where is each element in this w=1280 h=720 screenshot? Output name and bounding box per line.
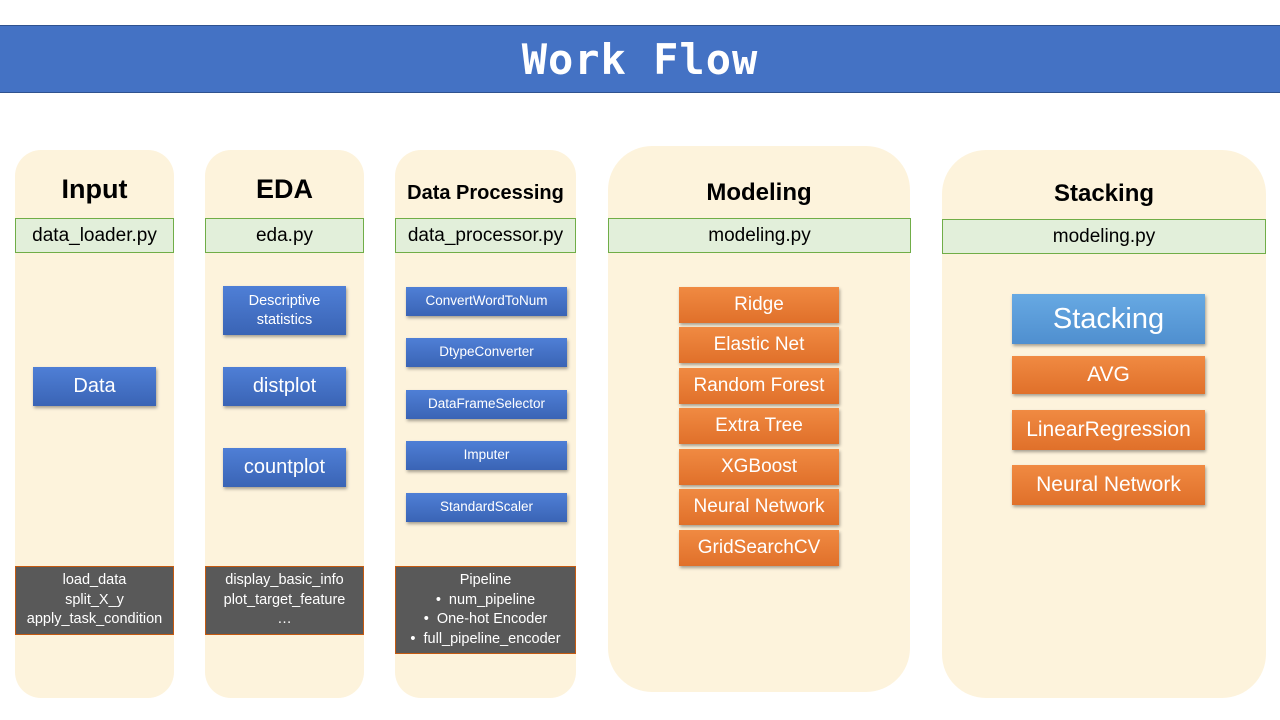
imputer-step[interactable]: Imputer	[406, 441, 567, 470]
neural-network-method[interactable]: Neural Network	[1012, 465, 1205, 505]
pipeline-title: Pipeline	[459, 572, 512, 588]
random-forest-model[interactable]: Random Forest	[679, 368, 839, 404]
extra-tree-model[interactable]: Extra Tree	[679, 408, 839, 444]
linear-regression-method[interactable]: LinearRegression	[1012, 410, 1205, 450]
stacking-heading: Stacking	[1053, 180, 1155, 207]
modeling-heading: Modeling	[706, 179, 812, 206]
eda-file-label: eda.py	[205, 218, 364, 253]
processing-file-label: data_processor.py	[395, 218, 576, 253]
function-item: plot_target_feature	[223, 591, 346, 608]
dtype-converter-step[interactable]: DtypeConverter	[406, 338, 567, 367]
function-item: One-hot Encoder	[396, 610, 575, 630]
countplot-step[interactable]: countplot	[223, 448, 346, 487]
page-title: Work Flow	[521, 34, 759, 84]
elastic-net-model[interactable]: Elastic Net	[679, 327, 839, 363]
xgboost-model[interactable]: XGBoost	[679, 449, 839, 485]
stacking-step[interactable]: Stacking	[1012, 294, 1205, 344]
dataframe-selector-step[interactable]: DataFrameSelector	[406, 390, 567, 419]
eda-heading: EDA	[255, 174, 313, 204]
function-item: apply_task_condition	[26, 611, 163, 628]
processing-heading: Data Processing	[407, 182, 564, 204]
title-bar: Work Flow	[0, 25, 1280, 93]
convert-word-to-num-step[interactable]: ConvertWordToNum	[406, 287, 567, 316]
input-functions-box: load_data split_X_y apply_task_condition	[15, 566, 174, 635]
gridsearchcv-model[interactable]: GridSearchCV	[679, 530, 839, 566]
eda-functions-box: display_basic_info plot_target_feature …	[205, 566, 364, 635]
neural-network-model[interactable]: Neural Network	[679, 489, 839, 525]
data-step[interactable]: Data	[33, 367, 156, 406]
modeling-file-label: modeling.py	[608, 218, 911, 253]
function-item: full_pipeline_encoder	[396, 630, 575, 650]
stacking-file-label: modeling.py	[942, 219, 1266, 254]
input-file-label: data_loader.py	[15, 218, 174, 253]
processing-functions-box: Pipeline num_pipeline One-hot Encoder fu…	[395, 566, 576, 654]
function-item: load_data	[62, 572, 127, 589]
function-item: display_basic_info	[225, 572, 344, 589]
avg-method[interactable]: AVG	[1012, 356, 1205, 394]
function-item: …	[277, 611, 292, 628]
function-item: num_pipeline	[396, 591, 575, 611]
standard-scaler-step[interactable]: StandardScaler	[406, 493, 567, 522]
function-item: split_X_y	[65, 591, 124, 608]
input-heading: Input	[61, 174, 128, 204]
descriptive-statistics-step[interactable]: Descriptive statistics	[223, 286, 346, 335]
ridge-model[interactable]: Ridge	[679, 287, 839, 323]
distplot-step[interactable]: distplot	[223, 367, 346, 406]
